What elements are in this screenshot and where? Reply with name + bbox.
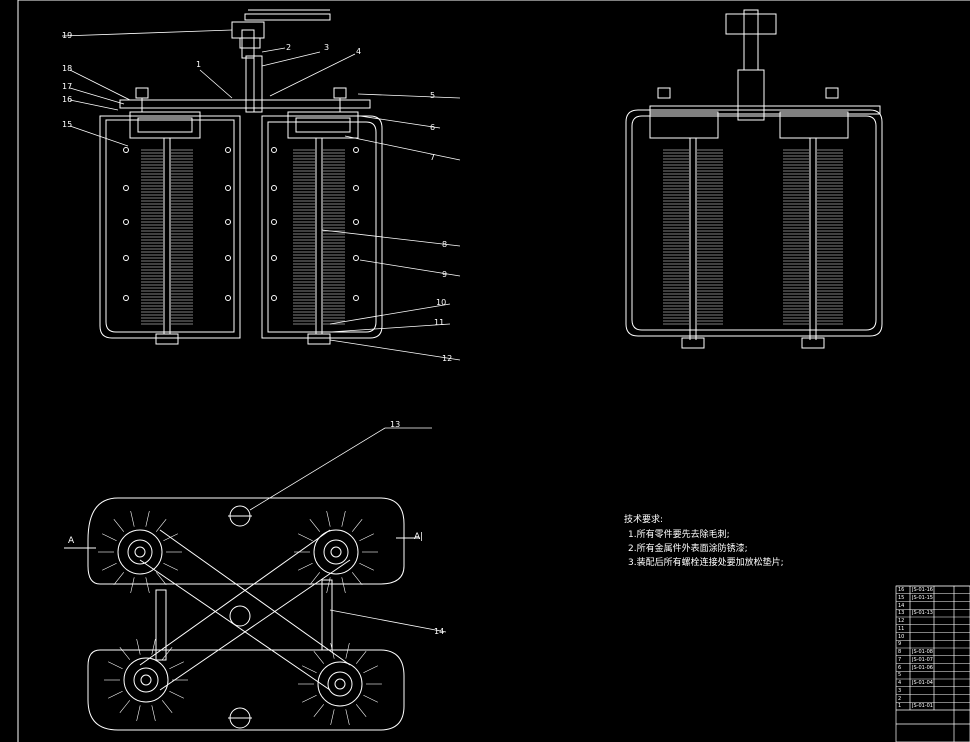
title-block-row-number: 9 (898, 641, 902, 648)
tech-requirement-2: 2.所有金属件外表面涂防锈漆; (628, 544, 748, 554)
side-view (625, 9, 883, 349)
plan-lower-plate (87, 649, 405, 731)
bolt-icon (135, 87, 149, 99)
bearing-housing-right (287, 111, 359, 139)
title-block-part-code: JS-01-16 (912, 587, 933, 593)
callout-3: 3 (324, 43, 330, 52)
title-block-row-number: 8 (898, 649, 902, 655)
drawing-frame (17, 0, 970, 742)
bolt-icon (657, 87, 671, 99)
bearing-housing-left (129, 111, 201, 139)
hydraulic-cylinder (155, 589, 167, 661)
callout-19: 19 (62, 31, 73, 40)
tech-requirement-3: 3.装配后所有螺栓连接处要加放松垫片; (628, 558, 784, 568)
side-housing (625, 109, 883, 337)
hydraulic-cylinder (321, 579, 333, 651)
title-block-row-number: 10 (898, 633, 905, 640)
section-mark-right: A| (414, 532, 424, 542)
title-block-row-number: 12 (898, 618, 905, 624)
tech-requirements-title: 技术要求: (624, 515, 664, 525)
title-block-row-number: 6 (898, 664, 902, 671)
tech-requirement-1: 1.所有零件要先去除毛刺; (628, 530, 730, 540)
title-block-part-code: JS-01-06 (912, 664, 933, 671)
nut-icon (155, 333, 179, 345)
top-bracket (231, 9, 331, 113)
callout-17: 17 (62, 82, 73, 91)
nut-icon (307, 333, 331, 345)
callout-10: 10 (436, 298, 447, 307)
callout-12: 12 (442, 354, 453, 363)
right-housing (261, 115, 383, 339)
title-block-row-number: 11 (898, 625, 905, 632)
callout-9: 9 (442, 270, 448, 279)
title-block-row-number: 1 (898, 703, 902, 710)
callout-6: 6 (430, 123, 436, 132)
title-block-part-code: JS-01-01 (912, 703, 933, 710)
brush-bristles (141, 149, 345, 325)
nut-icon (801, 337, 825, 349)
plan-upper-plate (87, 497, 405, 585)
top-beam (119, 99, 371, 109)
title-block-part-code: JS-01-08 (912, 649, 933, 655)
title-block-row-number: 13 (898, 610, 905, 617)
callout-13: 13 (390, 420, 401, 429)
left-housing (99, 115, 241, 339)
callout-2: 2 (286, 43, 292, 52)
callout-5: 5 (430, 91, 436, 100)
callout-15: 15 (62, 120, 73, 129)
callout-11: 11 (434, 318, 445, 327)
bolt-icon (333, 87, 347, 99)
title-block-part-code: JS-01-15 (912, 594, 933, 601)
leader-lines (61, 29, 461, 633)
center-pivot (229, 605, 251, 627)
title-block-part-code: JS-01-13 (912, 610, 933, 617)
plan-view (64, 497, 420, 731)
title-block-row-number: 16 (898, 587, 905, 593)
title-block-row-number: 4 (898, 680, 902, 686)
callout-7: 7 (430, 153, 436, 162)
rivets (123, 147, 359, 301)
callout-4: 4 (356, 47, 362, 56)
side-top-bracket (725, 13, 777, 35)
title-block-row-number: 15 (898, 594, 905, 601)
callout-1: 1 (196, 60, 202, 69)
title-block (895, 585, 970, 742)
brush-wheels (98, 510, 382, 726)
title-block-part-code: JS-01-07 (912, 656, 933, 663)
title-block-row-number: 5 (898, 672, 902, 679)
title-block-part-code: JS-01-04 (912, 680, 933, 686)
title-block-row-number: 2 (898, 695, 902, 702)
title-block-row-number: 7 (898, 656, 902, 663)
brush-bristles (663, 149, 843, 325)
front-view (99, 9, 383, 345)
callout-18: 18 (62, 64, 73, 73)
bolt-icon (825, 87, 839, 99)
section-mark-left: A (68, 536, 75, 546)
callout-14: 14 (434, 627, 445, 636)
callout-8: 8 (442, 240, 448, 249)
title-block-row-number: 14 (898, 602, 905, 609)
callout-16: 16 (62, 95, 73, 104)
title-block-row-number: 3 (898, 687, 902, 694)
nut-icon (681, 337, 705, 349)
